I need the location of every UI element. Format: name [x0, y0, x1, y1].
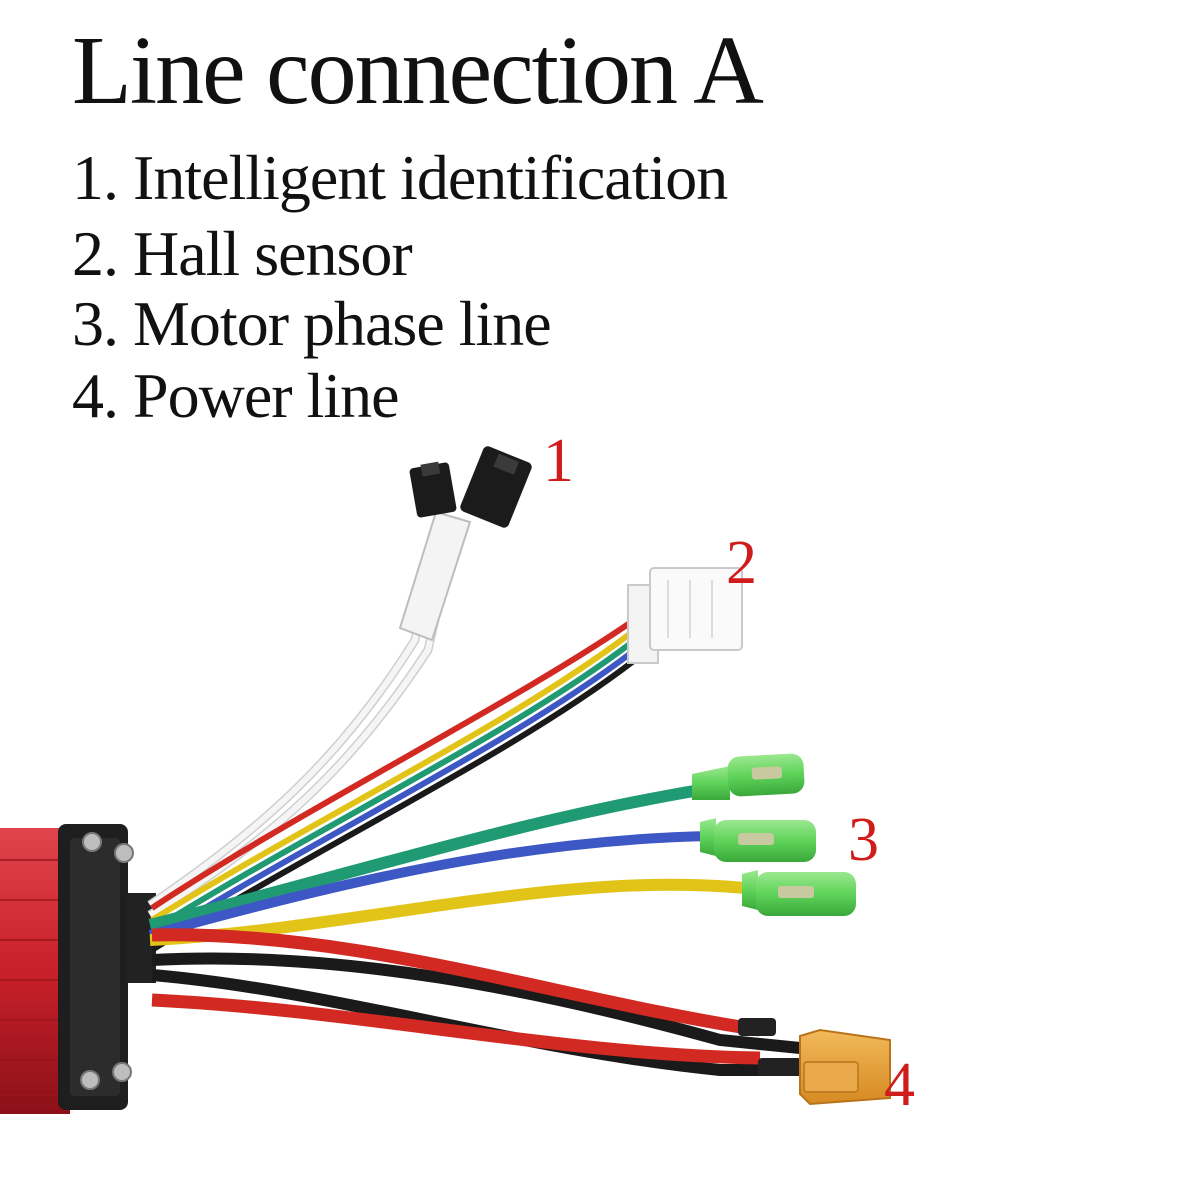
identification-wires: [147, 510, 472, 919]
list-item-hall-sensor: 2. Hall sensor: [72, 218, 413, 289]
hall-connector: [627, 567, 743, 664]
callout-2: 2: [726, 529, 757, 597]
power-wires: [151, 928, 802, 1076]
list-item-motor-phase-line: 3. Motor phase line: [72, 288, 552, 359]
xt-power-connector: [799, 1028, 891, 1106]
phase-terminal-green: [692, 753, 805, 800]
list-item-intelligent-identification: 1. Intelligent identification: [72, 142, 728, 213]
controller-body: [0, 824, 156, 1114]
phase-terminals: [692, 753, 856, 916]
phase-terminal-yellow: [742, 870, 856, 916]
callout-4: 4: [884, 1051, 915, 1119]
callout-1: 1: [543, 427, 574, 495]
identification-connectors: [409, 446, 532, 528]
list-item-power-line: 4. Power line: [72, 360, 399, 431]
callout-3: 3: [848, 806, 879, 874]
page-title: Line connection A: [72, 17, 764, 125]
phase-terminal-blue: [700, 818, 816, 862]
